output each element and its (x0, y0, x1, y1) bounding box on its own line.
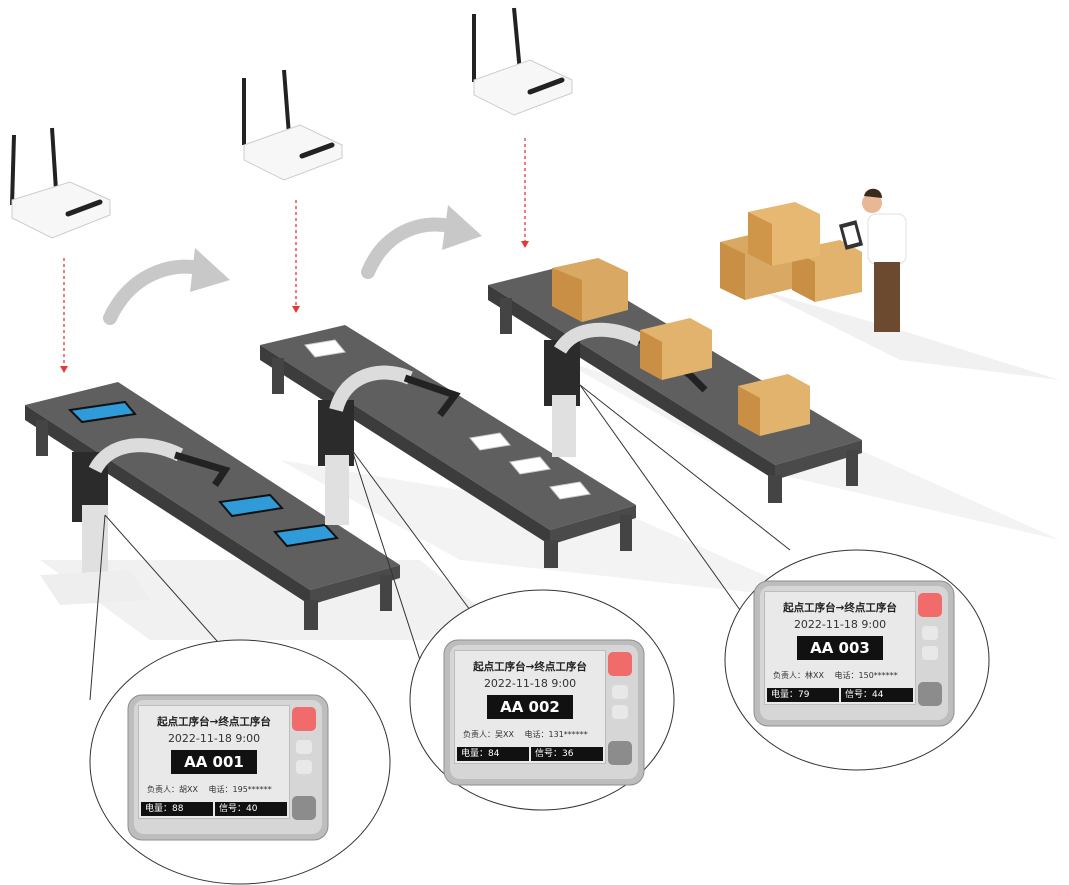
cardboard-box-icon (552, 258, 810, 436)
tag-contact: 负责人：林XX 电话：150****** (773, 670, 906, 681)
tag-datetime: 2022-11-18 9:00 (793, 618, 887, 631)
tag-status-bar: 电量：84 信号：36 (457, 747, 603, 761)
e-paper-tag-3: 起点工序台→终点工序台 2022-11-18 9:00 AA 003 负责人：林… (754, 581, 954, 721)
conveyor-icon-3 (488, 258, 862, 503)
tag-status-bar: 电量：88 信号：40 (141, 802, 287, 816)
tag-signal: 信号：44 (841, 688, 913, 702)
tag-phone: 电话：131****** (524, 730, 588, 739)
tag-owner: 负责人：林XX (773, 671, 824, 680)
router-icon-3 (472, 7, 573, 116)
tag-screen: 起点工序台→终点工序台 2022-11-18 9:00 AA 003 负责人：林… (764, 591, 916, 705)
conveyor-icon-1 (25, 382, 400, 630)
tag-route: 起点工序台→终点工序台 (783, 602, 897, 614)
cardboard-box-stack-icon (720, 202, 862, 302)
tablet-icon (67, 400, 340, 548)
tag-signal: 信号：36 (531, 747, 603, 761)
tag-status-bar: 电量：79 信号：44 (767, 688, 913, 702)
router-icon-2 (242, 69, 343, 181)
tag-screen: 起点工序台→终点工序台 2022-11-18 9:00 AA 001 负责人：胡… (138, 705, 290, 819)
tag-code: AA 003 (797, 636, 883, 660)
tag-phone: 电话：150****** (834, 671, 898, 680)
tag-phone: 电话：195****** (208, 785, 272, 794)
tag-contact: 负责人：胡XX 电话：195****** (147, 784, 280, 795)
tag-datetime: 2022-11-18 9:00 (167, 732, 261, 745)
tag-signal: 信号：40 (215, 802, 287, 816)
tag-code: AA 002 (487, 695, 573, 719)
robot-arm-icon-1 (40, 438, 231, 605)
flow-arrow-icon-2 (361, 205, 482, 279)
tag-owner: 负责人：胡XX (147, 785, 198, 794)
tag-route: 起点工序台→终点工序台 (157, 716, 271, 728)
tag-battery: 电量：84 (457, 747, 529, 761)
tag-contact: 负责人：吴XX 电话：131****** (463, 729, 596, 740)
tag-screen: 起点工序台→终点工序台 2022-11-18 9:00 AA 002 负责人：吴… (454, 650, 606, 764)
tag-code: AA 001 (171, 750, 257, 774)
conveyor-icon-2 (260, 325, 636, 568)
tag-battery: 电量：88 (141, 802, 213, 816)
robot-arm-icon-3 (544, 322, 708, 457)
tag-owner: 负责人：吴XX (463, 730, 514, 739)
tag-route: 起点工序台→终点工序台 (473, 661, 587, 673)
flow-arrow-icon-1 (103, 248, 230, 325)
e-paper-tag-2: 起点工序台→终点工序台 2022-11-18 9:00 AA 002 负责人：吴… (444, 640, 644, 780)
robot-arm-icon-2 (318, 365, 461, 525)
router-icon-1 (10, 127, 111, 239)
tag-datetime: 2022-11-18 9:00 (483, 677, 577, 690)
worker-icon (838, 188, 907, 332)
e-paper-tag-1: 起点工序台→终点工序台 2022-11-18 9:00 AA 001 负责人：胡… (128, 695, 328, 835)
sim-card-icon (304, 339, 591, 500)
tag-battery: 电量：79 (767, 688, 839, 702)
